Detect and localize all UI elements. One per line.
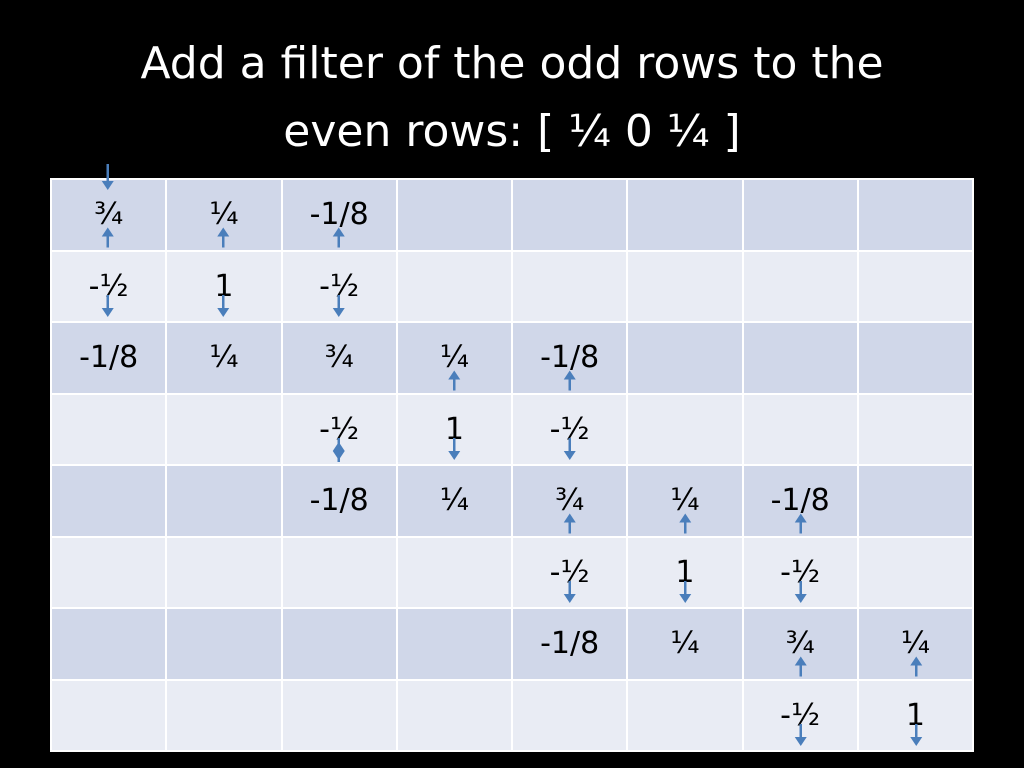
- table-cell: ¼: [626, 607, 744, 681]
- table-cell: ¾: [510, 464, 629, 538]
- table-cell: [626, 678, 744, 752]
- table-cell: [741, 178, 859, 252]
- table-cell: -½: [510, 392, 629, 466]
- table-cell: ¾: [280, 321, 398, 395]
- table-cell: -1/8: [510, 607, 629, 681]
- table-cell: [856, 464, 975, 538]
- table-cell: [741, 321, 859, 395]
- table-cell: [510, 178, 629, 252]
- table-cell: ¼: [165, 178, 283, 252]
- table-cell: [395, 249, 514, 323]
- table-cell: -1/8: [49, 321, 168, 395]
- table-cell: ¼: [395, 464, 514, 538]
- table-cell: -½: [741, 535, 859, 609]
- table-cell: [49, 535, 168, 609]
- table-cell: [395, 535, 514, 609]
- title-line-1: Add a filter of the odd rows to the: [140, 38, 884, 89]
- table-cell: -1/8: [510, 321, 629, 395]
- table-cell: [165, 678, 283, 752]
- table-cell: -½: [741, 678, 859, 752]
- table-cell: -½: [280, 249, 398, 323]
- table-cell: [626, 321, 744, 395]
- table-cell: [626, 178, 744, 252]
- table-cell: [626, 392, 744, 466]
- table-cell: [395, 178, 514, 252]
- table-cell: [626, 249, 744, 323]
- table-cell: ¼: [165, 321, 283, 395]
- table-cell: ¼: [395, 321, 514, 395]
- table-cell: -1/8: [280, 178, 398, 252]
- table-cell: [280, 607, 398, 681]
- table-cell: 1: [395, 392, 514, 466]
- table-cell: [856, 535, 975, 609]
- table-cell: [510, 249, 629, 323]
- table-cell: [280, 678, 398, 752]
- table-cell: ¾: [741, 607, 859, 681]
- table-cell: [165, 607, 283, 681]
- table-cell: [165, 535, 283, 609]
- table-cell: [856, 249, 975, 323]
- table-cell: [741, 392, 859, 466]
- table-cell: [165, 392, 283, 466]
- slide-title: Add a filter of the odd rows to the even…: [0, 30, 1024, 166]
- table-cell: ¾: [49, 178, 168, 252]
- table-cell: ¼: [856, 607, 975, 681]
- table-cell: [49, 607, 168, 681]
- table-cell: 1: [856, 678, 975, 752]
- table-cell: [741, 249, 859, 323]
- table-cell: [395, 678, 514, 752]
- table-cell: [395, 607, 514, 681]
- table-cell: [856, 178, 975, 252]
- table-cell: 1: [626, 535, 744, 609]
- table-cell: -½: [280, 392, 398, 466]
- table-cell: ¼: [626, 464, 744, 538]
- table-cell: [165, 464, 283, 538]
- table-cell: [49, 678, 168, 752]
- table-cell: [49, 392, 168, 466]
- table-cell: -½: [510, 535, 629, 609]
- table-cell: [510, 678, 629, 752]
- table-cell: -1/8: [280, 464, 398, 538]
- table-cell: [856, 321, 975, 395]
- table-cell: 1: [165, 249, 283, 323]
- table-cell: [856, 392, 975, 466]
- table-cell: -1/8: [741, 464, 859, 538]
- table-cell: -½: [49, 249, 168, 323]
- table-cell: [49, 464, 168, 538]
- title-line-2: even rows: [ ¼ 0 ¼ ]: [283, 106, 741, 157]
- table-cell: [280, 535, 398, 609]
